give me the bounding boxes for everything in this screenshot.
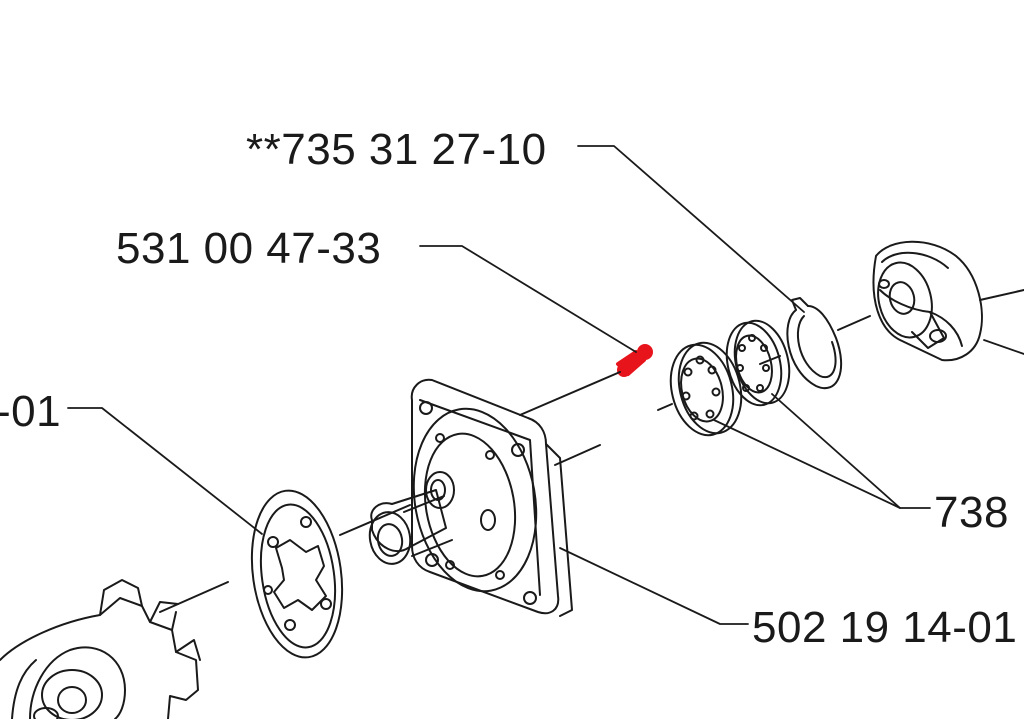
snap-ring-part bbox=[786, 297, 843, 389]
sprocket-part bbox=[0, 579, 201, 719]
housing-part bbox=[368, 378, 573, 617]
leader-housing-part bbox=[559, 547, 749, 625]
bearing-part-1 bbox=[669, 341, 743, 437]
leader-left-part bbox=[67, 407, 263, 535]
pin-part-highlighted bbox=[616, 344, 653, 377]
part-number-label-bearing: 738 bbox=[934, 488, 1009, 537]
part-number-label-top: **735 31 27-10 bbox=[246, 125, 547, 174]
leader-pin-part bbox=[419, 245, 637, 353]
leader-bearing-2 bbox=[771, 393, 901, 509]
pin-axis-line bbox=[519, 371, 621, 416]
part-number-label-left: -01 bbox=[0, 387, 62, 436]
leader-bearing-1 bbox=[713, 419, 931, 509]
leader-clutch-drum bbox=[983, 339, 1024, 355]
gasket-part bbox=[250, 489, 344, 659]
leader-lines bbox=[67, 145, 1024, 625]
bearing-part-2 bbox=[725, 319, 791, 407]
part-number-label-pin: 531 00 47-33 bbox=[116, 224, 382, 273]
leader-top-part bbox=[577, 145, 805, 313]
clutch-drum-part bbox=[872, 240, 983, 362]
part-number-label-housing: 502 19 14-01 bbox=[752, 603, 1018, 652]
